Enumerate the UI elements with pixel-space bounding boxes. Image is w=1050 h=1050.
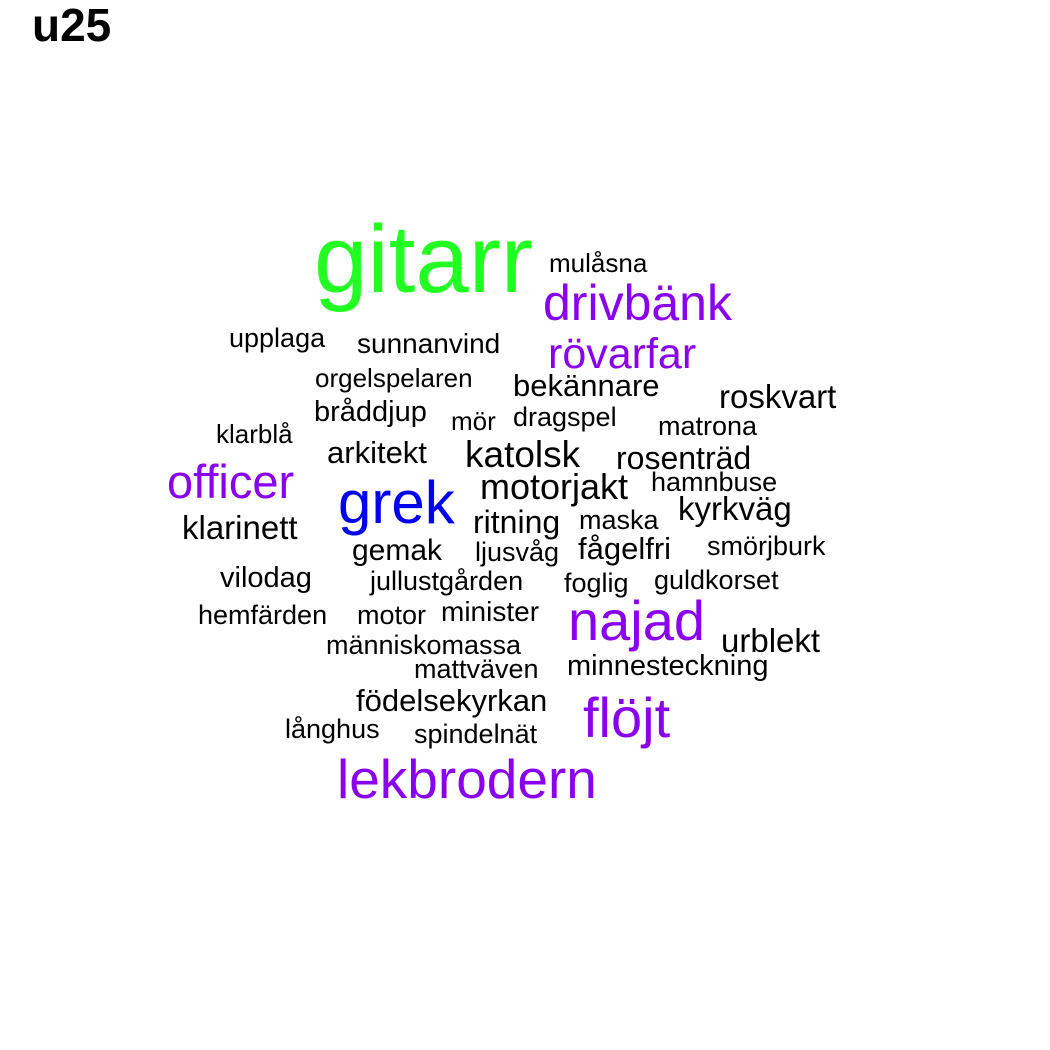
- cloud-word: urblekt: [721, 622, 821, 659]
- cloud-word: maska: [579, 505, 659, 535]
- cloud-word: rövarfar: [548, 330, 697, 378]
- cloud-word: motor: [357, 600, 427, 630]
- cloud-word: gitarr: [314, 206, 533, 313]
- cloud-word: orgelspelaren: [315, 363, 473, 393]
- cloud-word: hemfärden: [198, 600, 328, 630]
- cloud-word: minnesteckning: [567, 650, 769, 682]
- cloud-word: mör: [451, 406, 496, 436]
- cloud-word: minister: [441, 596, 540, 627]
- cloud-word: bekännare: [513, 368, 660, 403]
- page-title: u25: [32, 0, 112, 51]
- cloud-word: katolsk: [465, 434, 581, 475]
- cloud-word: upplaga: [229, 323, 326, 353]
- cloud-word: guldkorset: [654, 565, 779, 595]
- cloud-word: långhus: [285, 714, 380, 744]
- cloud-word: hamnbuse: [651, 467, 778, 497]
- cloud-word: sunnanvind: [357, 328, 501, 359]
- cloud-word: roskvart: [719, 378, 837, 415]
- cloud-word: gemak: [352, 534, 443, 567]
- cloud-word: officer: [167, 455, 295, 508]
- cloud-word: smörjburk: [707, 531, 826, 561]
- cloud-word: kyrkväg: [678, 490, 792, 527]
- cloud-word: mattväven: [414, 654, 539, 684]
- cloud-word: arkitekt: [327, 435, 427, 470]
- cloud-word: najad: [568, 589, 706, 652]
- cloud-word: klarinett: [182, 509, 298, 546]
- cloud-word: födelsekyrkan: [356, 683, 548, 718]
- cloud-word: ljusvåg: [475, 537, 560, 567]
- cloud-word: fågelfri: [578, 531, 672, 566]
- cloud-word: klarblå: [216, 419, 293, 449]
- cloud-word: vilodag: [220, 562, 312, 594]
- cloud-word: bråddjup: [314, 396, 427, 428]
- cloud-word: flöjt: [583, 686, 671, 749]
- cloud-word: jullustgården: [370, 566, 524, 596]
- cloud-word: lekbrodern: [337, 748, 597, 810]
- cloud-word: grek: [338, 469, 455, 536]
- cloud-word: människomassa: [326, 630, 522, 660]
- cloud-word: matrona: [658, 411, 758, 441]
- cloud-word: ritning: [473, 504, 561, 540]
- cloud-word: dragspel: [513, 402, 617, 432]
- cloud-word: mulåsna: [549, 248, 648, 278]
- cloud-word: foglig: [564, 568, 629, 598]
- cloud-word: motorjakt: [480, 466, 629, 507]
- cloud-word: rosenträd: [616, 440, 752, 476]
- cloud-word: drivbänk: [543, 275, 732, 331]
- cloud-word: spindelnät: [414, 719, 538, 749]
